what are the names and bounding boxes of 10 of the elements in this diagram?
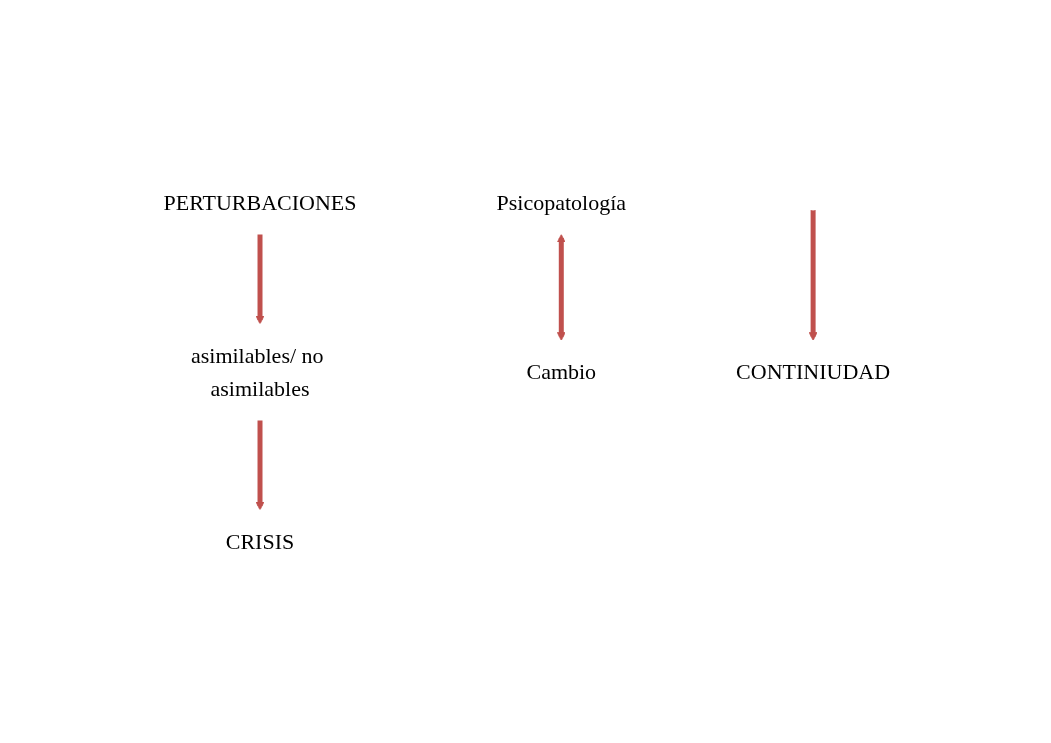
arrow	[557, 233, 567, 341]
node-text: CONTINIUDAD	[736, 358, 891, 384]
arrow	[256, 233, 265, 324]
node-text: asimilables/ no asimilables	[191, 342, 324, 401]
arrow	[256, 419, 265, 510]
node-text: Psicopatología	[496, 189, 627, 215]
node-text: CRISIS	[226, 528, 295, 554]
arrow	[809, 209, 818, 341]
node-text: Cambio	[526, 358, 597, 384]
node-text: PERTURBACIONES	[163, 189, 357, 215]
